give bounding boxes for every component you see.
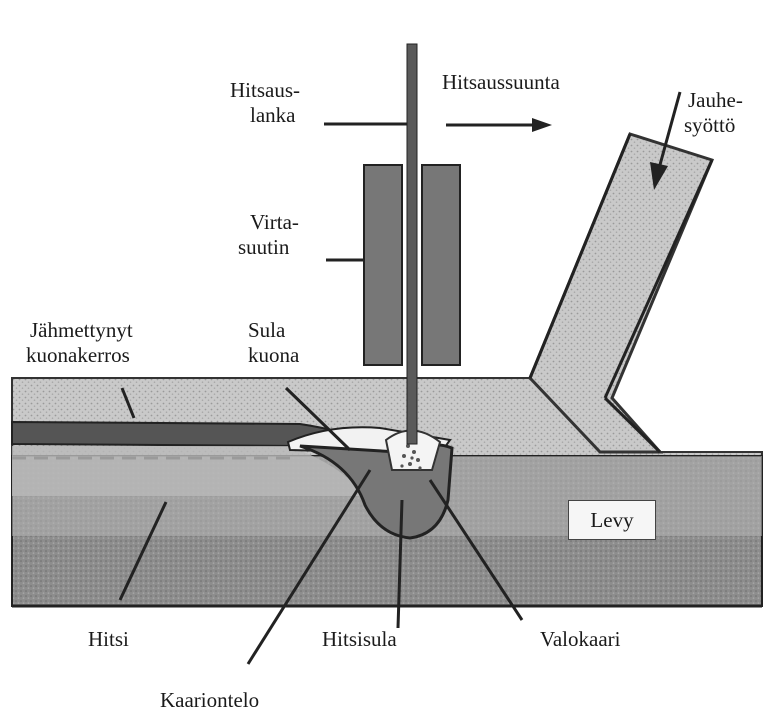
label-sula-kuona: Sula kuona	[248, 318, 299, 368]
label-sula-kuona-line1: Sula	[248, 318, 299, 343]
welding-wire	[407, 44, 417, 444]
label-hitsisula: Hitsisula	[322, 627, 397, 652]
label-jauhesyotto: Jauhe- syöttö	[688, 88, 743, 138]
label-hitsi: Hitsi	[88, 627, 129, 652]
label-jauhesyotto-line1: Jauhe-	[688, 88, 743, 113]
label-hitsaussuunta: Hitsaussuunta	[442, 70, 560, 95]
label-jahmettynyt-line2: kuonakerros	[26, 343, 133, 368]
label-virtasuutin-line1: Virta-	[250, 210, 299, 235]
label-kaariontelo: Kaariontelo	[160, 688, 259, 713]
arrow-right-icon	[532, 118, 552, 132]
label-hitsauslanka-line1: Hitsaus-	[230, 78, 300, 103]
label-jahmettynyt-line1: Jähmettynyt	[30, 318, 133, 343]
label-sula-kuona-line2: kuona	[248, 343, 299, 368]
contact-tube-left	[364, 165, 402, 365]
label-valokaari: Valokaari	[540, 627, 620, 652]
label-hitsauslanka-line2: lanka	[250, 103, 300, 128]
label-virtasuutin: Virta- suutin	[238, 210, 299, 260]
label-levy: Levy	[569, 501, 655, 539]
flux-hopper	[530, 134, 712, 452]
label-levy-box: Levy	[568, 500, 656, 540]
label-jahmettynyt-kuonakerros: Jähmettynyt kuonakerros	[30, 318, 133, 368]
label-jauhesyotto-line2: syöttö	[684, 113, 743, 138]
contact-tube-right	[422, 165, 460, 365]
label-hitsauslanka: Hitsaus- lanka	[230, 78, 300, 128]
label-virtasuutin-line2: suutin	[238, 235, 299, 260]
